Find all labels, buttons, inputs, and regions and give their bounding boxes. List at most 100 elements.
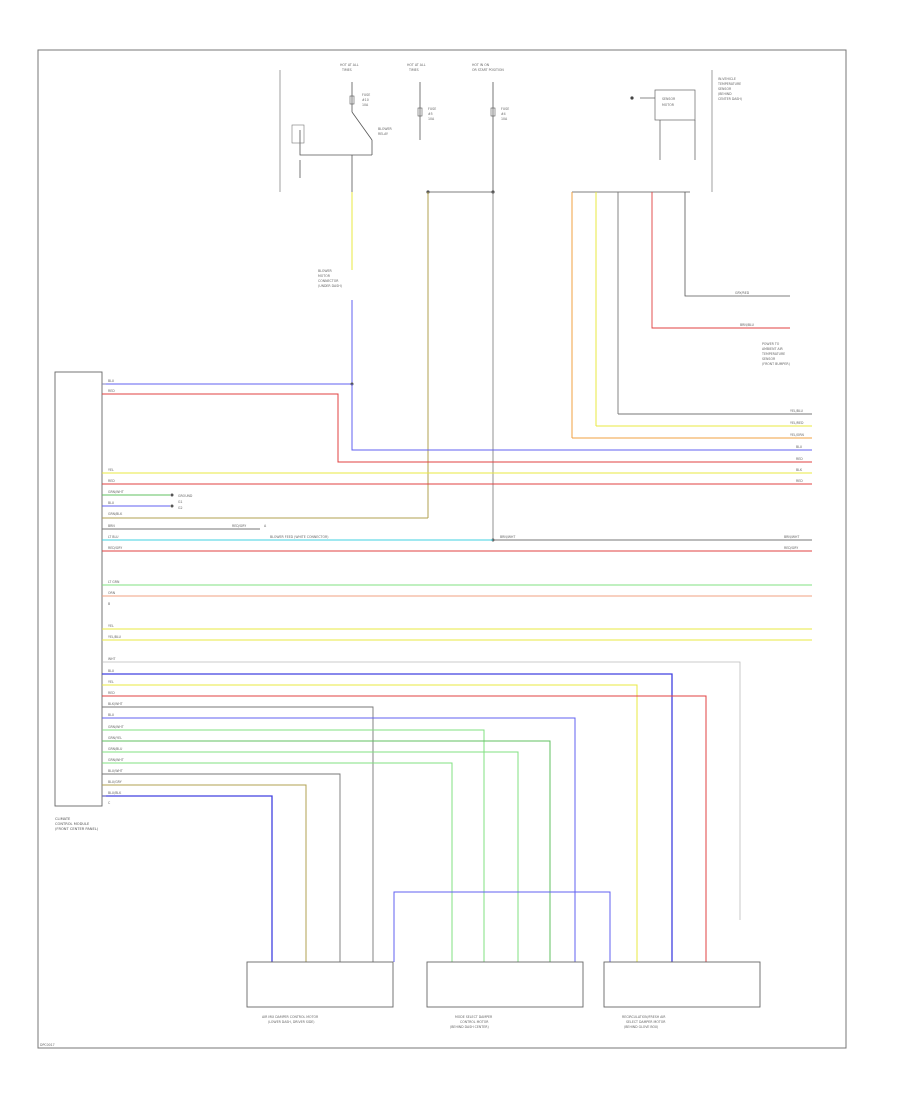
- ambient-wire-1: GRY/RED: [735, 291, 750, 295]
- wire-label-26: WHT: [108, 657, 116, 661]
- wire-label-19: LT GRN: [108, 580, 120, 584]
- module-label-3: (FRONT CENTER PANEL): [55, 827, 99, 831]
- ground-label: GROUND: [178, 494, 193, 498]
- sensor-inner-1: SENSOR: [662, 97, 676, 101]
- fuse-b-3: 10A: [428, 117, 435, 121]
- relay-label-2: RELAY: [378, 132, 388, 136]
- top-vertical-feeds: [351, 192, 812, 542]
- fuse-cluster-left: HOT AT ALL TIMES FUSE #10 10A BLOWER REL…: [279, 63, 393, 192]
- fuse-c-1: FUSE: [501, 107, 509, 111]
- right-wire-0: YEL/BLU: [790, 409, 804, 413]
- ambient-air-sensor-connector: GRY/RED BRN/BLU POWER TO AMBIENT AIR TEM…: [651, 192, 790, 366]
- blower-conn-label-4: (UNDER DASH): [318, 284, 342, 288]
- right-wire-4: RED: [796, 457, 803, 461]
- in-vehicle-temperature-sensor: SENSOR MOTOR IN-VEHICLE TEMPERATURE SENS…: [572, 70, 742, 193]
- fuse-a-3: 10A: [362, 103, 369, 107]
- sensor-label-1: IN-VEHICLE: [718, 77, 736, 81]
- fuse-left-title-2: TIMES: [341, 68, 352, 72]
- bottom-connector-3: RECIRCULATION/FRESH AIR SELECT DAMPER MO…: [603, 961, 761, 1029]
- bottom-conn-2-label-1: MODE SELECT DAMPER: [455, 1015, 493, 1019]
- wire-label-28: YEL: [108, 680, 114, 684]
- data-right-label: BRN/WHT: [784, 535, 799, 539]
- blower-conn-label-2: MOTOR: [318, 274, 331, 278]
- blower-conn-label-3: CONNECTOR: [318, 279, 339, 283]
- module-label-1: CLIMATE: [55, 817, 71, 821]
- bottom-conn-2-label-3: (BEHIND DASH CENTER): [450, 1025, 489, 1029]
- ambient-label-5: (FRONT BUMPER): [762, 362, 790, 366]
- wire-label-16: RED/GRY: [108, 546, 122, 550]
- module-pin-markers: [102, 383, 106, 797]
- right-wire-3: BLU: [796, 445, 803, 449]
- fuse-c-3: 10A: [501, 117, 508, 121]
- sensor-label-2: TEMPERATURE: [717, 82, 741, 86]
- relay-label-1: BLOWER: [378, 127, 393, 131]
- ground-pin-2: G2: [178, 506, 183, 510]
- fuse-c-2: #4: [501, 112, 506, 116]
- wire-label-31: BLU: [108, 713, 115, 717]
- fuse-right-title-1: HOT IN ON: [472, 63, 490, 67]
- fuse-b-1: FUSE: [428, 107, 436, 111]
- ambient-label-4: SENSOR: [762, 357, 776, 361]
- blower-side-label: BLOWER FEED (WHITE CONNECTOR): [270, 535, 328, 539]
- footer-code: DPC0017: [40, 1043, 55, 1047]
- wire-label-9: YEL: [108, 468, 114, 472]
- fuse-a-1: FUSE: [362, 93, 370, 97]
- bottom-conn-2-label-2: CONTROL MOTOR: [460, 1020, 489, 1024]
- wire-label-13: GRN/BLK: [108, 512, 123, 516]
- label-c: C: [108, 801, 111, 805]
- diagram-frame: [37, 49, 847, 1049]
- label-a: A: [264, 524, 267, 528]
- bottom-connector-2: MODE SELECT DAMPER CONTROL MOTOR (BEHIND…: [426, 961, 584, 1029]
- sensor-inner-2: MOTOR: [662, 103, 675, 107]
- fuse-right-title-2: OR START POSITION: [472, 68, 504, 72]
- fuse-cluster-right: HOT IN ON OR START POSITION FUSE #4 10A: [426, 63, 509, 194]
- bottom-conn-3-label-2: SELECT DAMPER MOTOR: [626, 1020, 666, 1024]
- wire-label-23: YEL: [108, 624, 114, 628]
- right-wire-labels: YEL/BLU YEL/RED YEL/ORN BLU RED BLK RED: [790, 409, 805, 483]
- bottom-conn-3-label-1: RECIRCULATION/FRESH AIR: [622, 1015, 666, 1019]
- wire-label-29: RED: [108, 691, 115, 695]
- label-b: B: [108, 602, 110, 606]
- fuse-mid-title-2: TIMES: [408, 68, 419, 72]
- fuse-cluster-middle: HOT AT ALL TIMES FUSE #5 10A: [407, 63, 436, 140]
- ambient-label-3: TEMPERATURE: [761, 352, 785, 356]
- wire-label-11: GRN/WHT: [108, 490, 124, 494]
- bottom-conn-1-label-2: (LOWER DASH, DRIVER SIDE): [268, 1020, 315, 1024]
- ambient-label-1: POWER TO: [762, 342, 780, 346]
- module-wire-labels: BLU RED YEL RED GRN/WHT BLU GRN/BLK BRN …: [108, 379, 124, 795]
- wire-label-34: GRN/BLU: [108, 747, 123, 751]
- wire-label-0: BLU: [108, 379, 115, 383]
- ambient-label-2: AMBIENT AIR: [762, 347, 784, 351]
- mid-labels: GROUND G1 G2 RED/GRY A BLOWER FEED (WHIT…: [108, 493, 799, 805]
- wire-label-24: YEL/BLU: [108, 635, 122, 639]
- wire-label-36: BLU/WHT: [108, 769, 123, 773]
- red-gry-right: RED/GRY: [784, 546, 798, 550]
- climate-control-module: CLIMATE CONTROL MODULE (FRONT CENTER PAN…: [54, 371, 103, 831]
- red-gry-label: RED/GRY: [232, 524, 246, 528]
- wire-label-35: GRN/WHT: [108, 758, 124, 762]
- wire-label-12: BLU: [108, 501, 115, 505]
- fuse-a-2: #10: [362, 98, 369, 102]
- ground-pin-1: G1: [178, 500, 183, 504]
- wire-label-14: BRN: [108, 524, 115, 528]
- ambient-wire-2: BRN/BLU: [740, 323, 755, 327]
- blower-motor-connector: BLOWER MOTOR CONNECTOR (UNDER DASH): [318, 269, 342, 288]
- wire-label-15: LT BLU: [108, 535, 119, 539]
- fuse-mid-title-1: HOT AT ALL: [407, 63, 426, 67]
- bottom-conn-1-label-1: AIR MIX DAMPER CONTROL MOTOR: [262, 1015, 319, 1019]
- data-line-label: BRN/WHT: [500, 535, 515, 539]
- wire-label-30: BLK/WHT: [108, 702, 123, 706]
- sensor-label-5: CENTER DASH): [718, 97, 742, 101]
- right-wire-6: RED: [796, 479, 803, 483]
- right-wire-5: BLK: [796, 468, 803, 472]
- blower-conn-label-1: BLOWER: [318, 269, 333, 273]
- wire-label-27: BLU: [108, 669, 115, 673]
- right-wire-2: YEL/ORN: [790, 433, 805, 437]
- wire-label-20: ORN: [108, 591, 116, 595]
- module-horizontal-wires: [102, 382, 812, 962]
- wire-label-38: BLU/BLK: [108, 791, 122, 795]
- wire-label-10: RED: [108, 479, 115, 483]
- fuse-left-title-1: HOT AT ALL: [340, 63, 359, 67]
- fuse-b-2: #5: [428, 112, 433, 116]
